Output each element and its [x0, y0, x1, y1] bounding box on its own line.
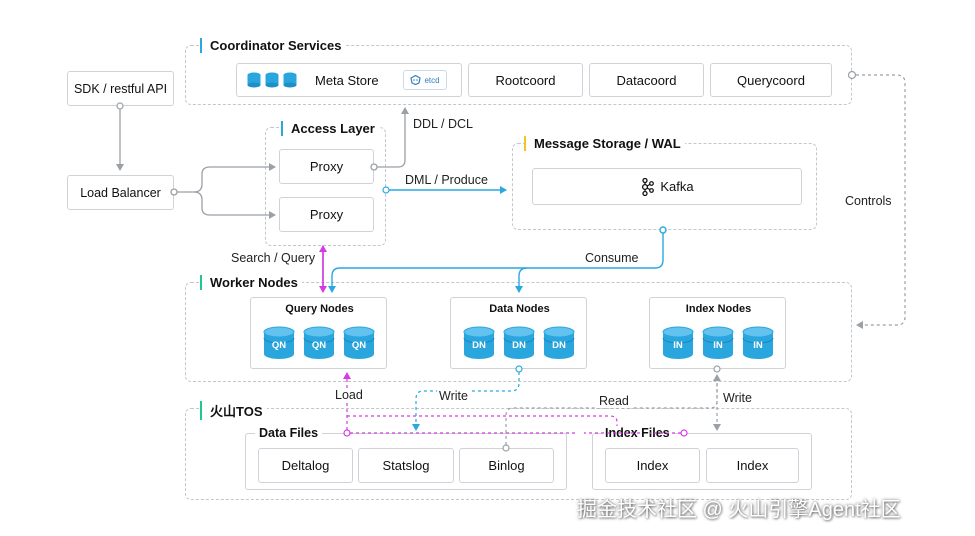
node-disk-label: IN	[713, 340, 723, 351]
node-disk-icon	[503, 326, 535, 359]
index-nodes-title: Index Nodes	[685, 303, 752, 315]
node-disk-label: QN	[351, 340, 367, 351]
database-icon	[265, 72, 279, 88]
query-nodes-title: Query Nodes	[285, 303, 354, 315]
ddl-dcl-connector	[370, 107, 409, 171]
controls-label: Controls	[845, 194, 892, 208]
node-disk-label: QN	[311, 340, 327, 351]
etcd-icon	[410, 75, 422, 85]
node-disk-icon	[343, 326, 375, 359]
index-node-1: IN	[662, 326, 694, 360]
binlog-box: Binlog	[459, 448, 554, 483]
node-disk-label: DN	[552, 340, 566, 351]
write-index-label: Write	[723, 391, 752, 405]
node-disk-icon	[742, 326, 774, 359]
read-connector	[502, 374, 721, 452]
statslog-box: Statslog	[358, 448, 454, 483]
read-label: Read	[597, 394, 631, 408]
load-label: Load	[333, 388, 365, 402]
kafka-icon	[642, 177, 655, 196]
database-icon	[247, 72, 261, 88]
message-storage-title: Message Storage / WAL	[524, 136, 685, 151]
storage-title: 火山TOS	[200, 401, 267, 420]
consume-label: Consume	[585, 251, 639, 265]
node-disk-label: IN	[753, 340, 763, 351]
index-box-1: Index	[605, 448, 700, 483]
node-disk-label: DN	[472, 340, 486, 351]
data-files-title: Data Files	[255, 426, 323, 440]
node-disk-icon	[263, 326, 295, 359]
etcd-label: etcd	[424, 75, 440, 85]
proxy-box-2: Proxy	[279, 197, 374, 232]
query-node-3: QN	[343, 326, 375, 360]
node-disk-label: IN	[673, 340, 683, 351]
index-node-3: IN	[742, 326, 774, 360]
etcd-badge: etcd	[403, 70, 447, 90]
search-query-label: Search / Query	[231, 251, 316, 265]
node-disk-label: QN	[271, 340, 287, 351]
load-connector	[343, 372, 688, 437]
consume-connector	[328, 226, 667, 293]
query-node-2: QN	[303, 326, 335, 360]
index-box-2: Index	[706, 448, 799, 483]
deltalog-box: Deltalog	[258, 448, 353, 483]
meta-store-box: Meta Store etcd	[236, 63, 462, 97]
node-disk-icon	[543, 326, 575, 359]
write-data-label: Write	[437, 389, 470, 403]
rootcoord-box: Rootcoord	[468, 63, 583, 97]
lb-to-proxies-connector	[170, 163, 276, 219]
node-disk-label: DN	[512, 340, 526, 351]
access-layer-title: Access Layer	[281, 121, 379, 136]
node-disk-icon	[463, 326, 495, 359]
node-disk-icon	[662, 326, 694, 359]
ddl-dcl-label: DDL / DCL	[413, 117, 473, 131]
data-node-1: DN	[463, 326, 495, 360]
datacoord-box: Datacoord	[589, 63, 704, 97]
query-node-1: QN	[263, 326, 295, 360]
write-index-connector	[713, 365, 721, 431]
database-icon	[283, 72, 297, 88]
meta-store-label: Meta Store	[315, 73, 379, 88]
dml-produce-connector	[382, 186, 507, 194]
querycoord-box: Querycoord	[710, 63, 832, 97]
coordinator-services-title: Coordinator Services	[200, 38, 346, 53]
dml-produce-label: DML / Produce	[405, 173, 488, 187]
watermark: 掘金技术社区 @ 火山引擎Agent社区	[577, 499, 901, 521]
controls-connector	[847, 70, 906, 329]
kafka-label: Kafka	[660, 179, 694, 194]
proxy-box-1: Proxy	[279, 149, 374, 184]
node-disk-icon	[702, 326, 734, 359]
data-nodes-title: Data Nodes	[489, 303, 550, 315]
index-node-2: IN	[702, 326, 734, 360]
kafka-box: Kafka	[532, 168, 802, 205]
data-node-3: DN	[543, 326, 575, 360]
data-node-2: DN	[503, 326, 535, 360]
sdk-to-lb-connector	[116, 102, 124, 171]
sdk-restful-api-box: SDK / restful API	[67, 71, 174, 106]
node-disk-icon	[303, 326, 335, 359]
worker-nodes-title: Worker Nodes	[200, 275, 302, 290]
